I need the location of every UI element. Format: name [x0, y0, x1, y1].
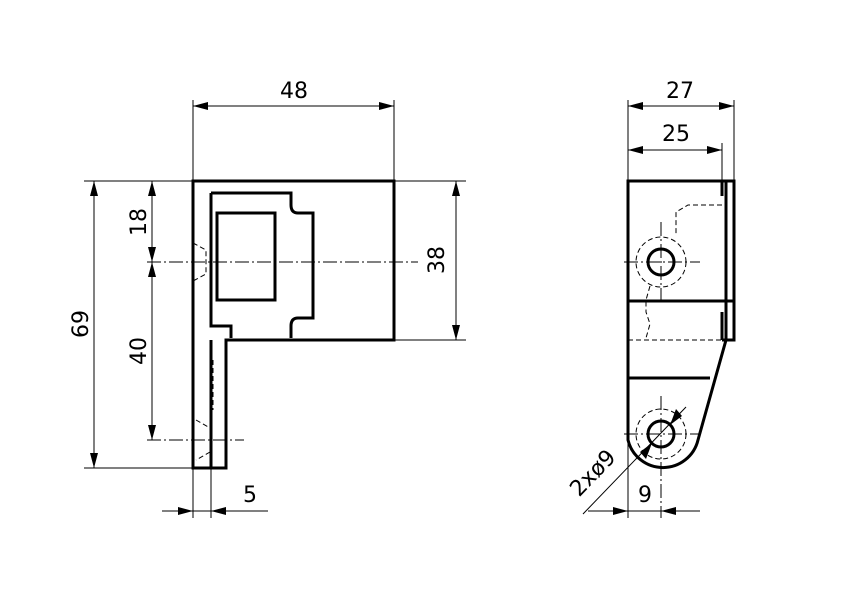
dimension-hole-spacing: 40 [127, 262, 156, 440]
upper-countersink-hidden [192, 242, 207, 282]
dim-width-label: 48 [280, 79, 308, 104]
inner-window [215, 211, 277, 302]
slot-inner-outline [209, 193, 233, 338]
dim-hole-offset-label: 9 [638, 483, 652, 508]
dim-height-total-label: 69 [69, 310, 94, 338]
dim-hole-spacing-label: 40 [127, 337, 152, 365]
side-outline [626, 179, 728, 470]
dimension-height-total: 69 [69, 181, 98, 468]
dimension-body-height: 38 [425, 181, 460, 340]
dim-upper-hole-label: 18 [127, 208, 152, 236]
dimension-depth-outer: 27 [628, 79, 734, 110]
dimension-hole-offset: 9 [588, 483, 700, 515]
front-view: 48 69 18 40 38 [69, 79, 466, 518]
dim-body-height-label: 38 [425, 246, 450, 274]
dim-depth-inner-label: 25 [662, 122, 690, 147]
front-extension-lines [84, 100, 466, 518]
back-plate [720, 179, 736, 342]
dimension-depth-inner: 25 [628, 122, 722, 154]
dim-hole-diameter-label: 2xø9 [565, 445, 621, 502]
dimension-upper-hole: 18 [127, 181, 156, 262]
side-hidden-profile [645, 204, 722, 339]
side-extension-lines [627, 100, 735, 518]
dim-depth-outer-label: 27 [666, 79, 694, 104]
dim-flange-thickness-label: 5 [243, 483, 257, 508]
side-view: 27 25 2xø9 9 [565, 79, 736, 518]
dimension-width: 48 [193, 79, 394, 110]
flange-hidden-edge [210, 300, 214, 410]
slot-outline [211, 191, 315, 338]
dimension-flange-thickness: 5 [162, 483, 268, 515]
